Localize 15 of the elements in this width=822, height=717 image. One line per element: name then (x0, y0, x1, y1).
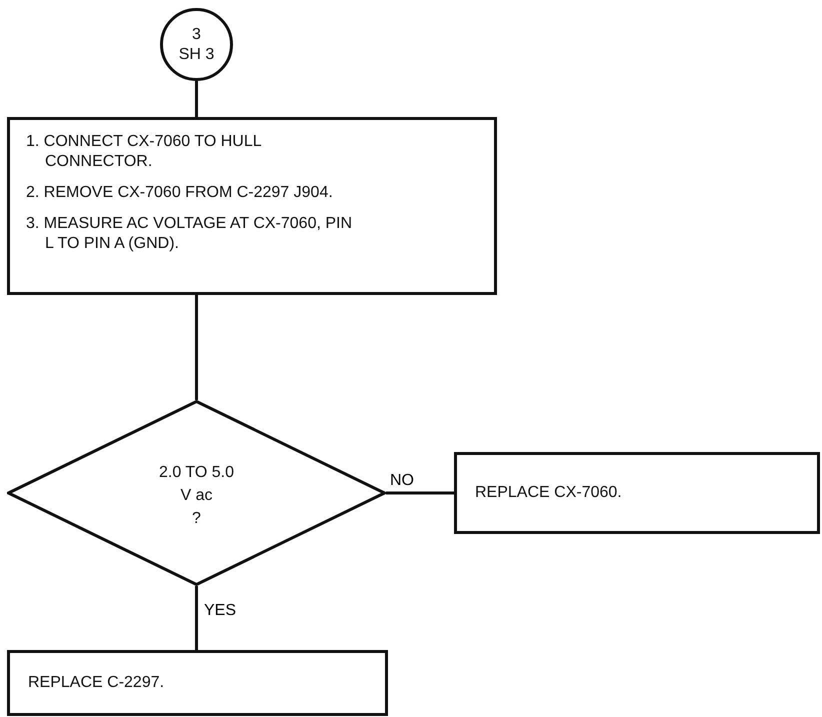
connector-line (195, 81, 198, 117)
action-text: REPLACE CX-7060. (475, 483, 623, 503)
step-text: 3. MEASURE AC VOLTAGE AT CX-7060, PIN L TO PIN A (GND). (26, 214, 354, 254)
connector-line (386, 492, 454, 494)
action-text: REPLACE C-2297. (28, 673, 166, 693)
step-text: 2. REMOVE CX-7060 FROM C-2297 J904. (26, 183, 334, 203)
connector-label: SH 3 (178, 44, 214, 64)
connector-label: 3 (192, 24, 201, 44)
process-box (7, 117, 497, 295)
connector-line (195, 295, 198, 400)
decision-text: 2.0 TO 5.0 V ac ? (158, 462, 234, 528)
step-text: 1. CONNECT CX-7060 TO HULL CONNECTOR. (26, 132, 262, 172)
process-box (7, 650, 388, 716)
process-box (454, 452, 820, 534)
connector-line (195, 586, 198, 650)
